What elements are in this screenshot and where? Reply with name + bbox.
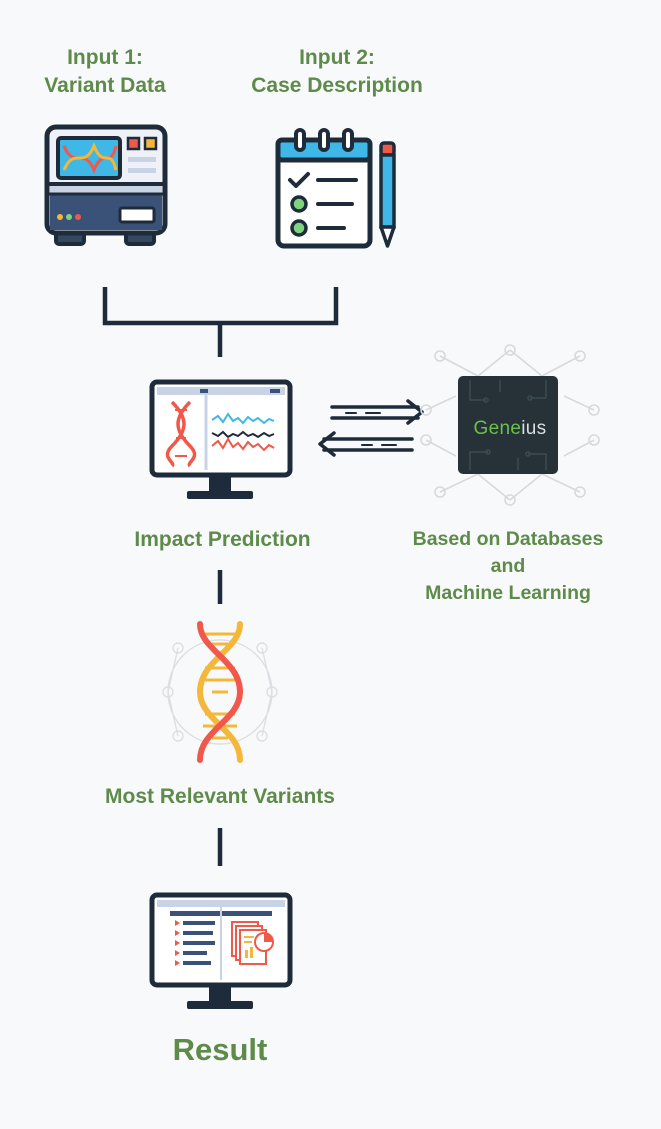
chip-brand-white: ius [521,418,547,439]
input1-subtitle: Variant Data [44,73,166,97]
monitor-dna-chart-icon [149,379,293,499]
input2-label: Input 2: Case Description [222,44,452,99]
chip-brand-green: Gene [473,418,522,439]
clipboard-checklist-icon [275,128,373,249]
pencil-icon [379,141,396,248]
monitor-report-icon [149,892,293,1009]
input1-label: Input 1: Variant Data [10,44,200,99]
chip-brand-label: Geneius [462,418,558,440]
based-on-line1: Based on Databases [412,528,604,550]
ai-chip-icon [420,344,600,506]
based-on-label: Based on Databases and Machine Learning [378,526,638,607]
result-label: Result [172,1032,268,1067]
input2-subtitle: Case Description [251,73,423,97]
merge-bracket-connector [102,287,339,357]
most-relevant-variants-label: Most Relevant Variants [105,785,335,808]
exchange-arrows-icon [318,399,424,457]
input2-title: Input 2: [299,46,375,69]
impact-prediction-label: Impact Prediction [134,528,311,551]
input1-title: Input 1: [67,46,143,69]
lab-machine-icon [44,124,168,246]
based-on-line2: and [490,554,526,577]
based-on-line3: Machine Learning [425,581,591,604]
dna-helix-icon [162,621,278,763]
